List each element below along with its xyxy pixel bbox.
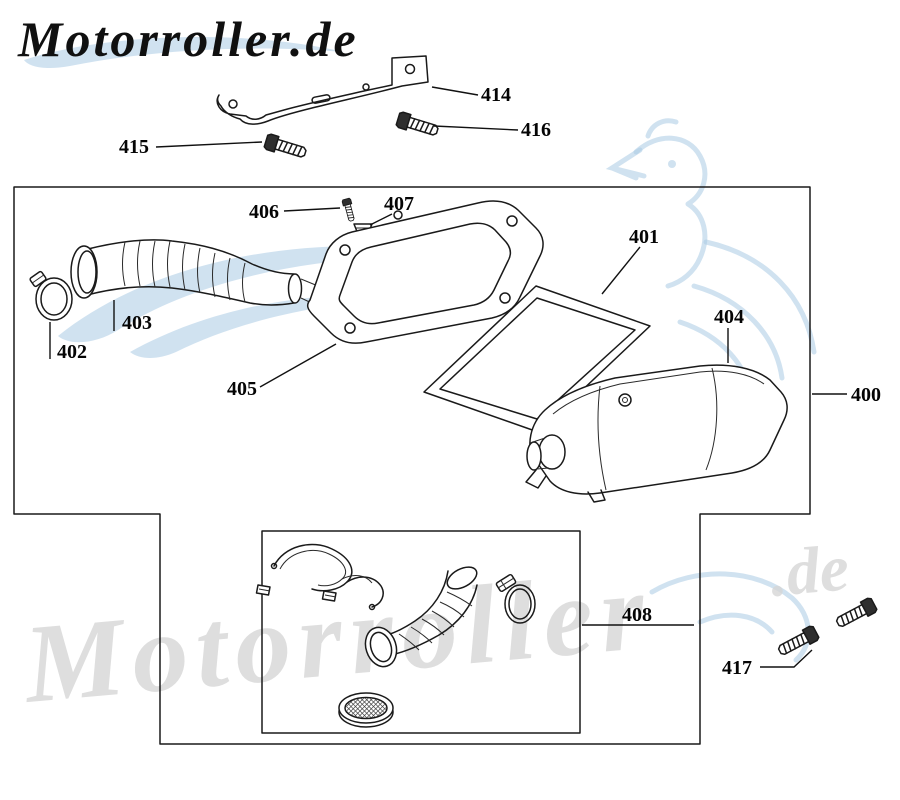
screw-406 bbox=[341, 197, 357, 223]
part-label-414: 414 bbox=[481, 84, 511, 106]
leader-416 bbox=[433, 125, 519, 131]
bracket-slot bbox=[311, 94, 331, 104]
logo-swoosh-watermark bbox=[24, 37, 344, 68]
assembly-box-outline bbox=[13, 186, 811, 745]
leader-lines bbox=[49, 86, 847, 668]
eagle-beak-watermark bbox=[605, 147, 647, 181]
eagle-head-watermark bbox=[633, 118, 708, 289]
watermark-text: Motorroller bbox=[17, 549, 657, 728]
part-label-405: 405 bbox=[227, 378, 257, 400]
part-label-400: 400 bbox=[851, 384, 881, 406]
bracket-hole-left bbox=[228, 99, 238, 109]
drawing-layer: 414 416 415 406 407 401 404 403 402 405 … bbox=[13, 55, 881, 745]
part-label-404: 404 bbox=[714, 306, 744, 328]
part-label-407: 407 bbox=[384, 193, 414, 215]
air-filter-element-401 bbox=[423, 285, 651, 433]
intake-tube-403 bbox=[70, 239, 319, 307]
bracket-hole-mid bbox=[362, 83, 370, 91]
worm-clamp-408 bbox=[495, 573, 536, 624]
leader-417 bbox=[760, 649, 813, 668]
leader-414 bbox=[431, 86, 479, 96]
filter-cover-404 bbox=[525, 364, 788, 503]
spring-clamp-408 bbox=[270, 543, 384, 611]
brand-logo: Motorroller.de bbox=[17, 11, 359, 67]
bracket-hole-right bbox=[404, 63, 416, 75]
bolt-415 bbox=[262, 132, 309, 162]
part-label-406: 406 bbox=[249, 201, 279, 223]
leader-405 bbox=[259, 343, 337, 388]
part-label-401: 401 bbox=[629, 226, 659, 248]
part-label-402: 402 bbox=[57, 341, 87, 363]
hose-clamp-402 bbox=[29, 270, 73, 321]
mesh-grommet-408 bbox=[338, 692, 394, 728]
hose-clips-408 bbox=[255, 584, 337, 602]
part-label-417: 417 bbox=[722, 657, 752, 679]
eagle-eye-watermark bbox=[668, 160, 676, 168]
hose-ribs bbox=[398, 591, 473, 651]
eagle-wing2-watermark bbox=[130, 294, 420, 358]
leader-406 bbox=[283, 207, 341, 212]
part-label-416: 416 bbox=[521, 119, 551, 141]
part-label-415: 415 bbox=[119, 136, 149, 158]
part-labels: 414 416 415 406 407 401 404 403 402 405 … bbox=[57, 84, 881, 679]
corrugated-hose-408 bbox=[364, 566, 478, 668]
tube-ribs bbox=[122, 240, 246, 303]
part-label-408: 408 bbox=[622, 604, 652, 626]
bracket-414 bbox=[216, 55, 429, 125]
leader-415 bbox=[155, 141, 263, 148]
sub-box-408-outline bbox=[261, 530, 581, 734]
filter-housing-405 bbox=[306, 200, 544, 344]
watermark-de-text: .de bbox=[767, 531, 852, 611]
bolt-416 bbox=[394, 110, 441, 140]
leader-407 bbox=[369, 213, 393, 226]
bolt-417-b bbox=[775, 624, 821, 660]
leader-401 bbox=[601, 246, 641, 295]
part-label-403: 403 bbox=[122, 312, 152, 334]
